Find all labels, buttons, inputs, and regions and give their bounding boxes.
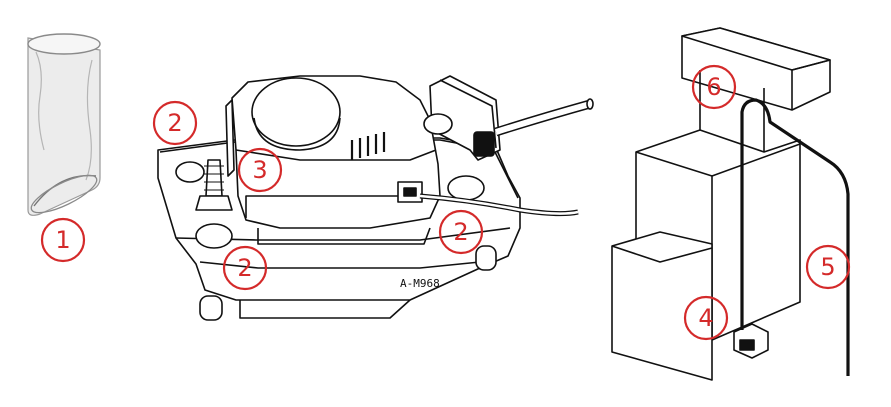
inlet-fitting bbox=[205, 159, 223, 197]
callout-c6: 6 bbox=[691, 64, 737, 110]
callout-c3: 3 bbox=[237, 147, 283, 193]
callout-circle bbox=[152, 100, 198, 146]
callout-circle bbox=[222, 245, 268, 291]
callout-circle bbox=[683, 295, 729, 341]
callout-circle bbox=[438, 209, 484, 255]
callout-circle bbox=[40, 217, 86, 263]
callout-circle bbox=[237, 147, 283, 193]
callout-number: 6 bbox=[706, 73, 721, 101]
callout-number: 2 bbox=[453, 218, 468, 246]
callout-c2b: 2 bbox=[438, 209, 484, 255]
callout-number: 4 bbox=[698, 304, 713, 332]
callout-c5: 5 bbox=[805, 244, 851, 290]
installation-scene bbox=[611, 27, 850, 381]
pump-foot-right bbox=[475, 245, 497, 271]
callout-number: 2 bbox=[167, 109, 182, 137]
motor-dome bbox=[251, 77, 341, 147]
vent-slots bbox=[350, 132, 386, 160]
callout-number: 2 bbox=[237, 254, 252, 282]
callout-number: 1 bbox=[55, 226, 70, 254]
callout-number: 5 bbox=[820, 253, 835, 281]
callout-c2a: 2 bbox=[152, 100, 198, 146]
callout-circle bbox=[691, 64, 737, 110]
model-label: A-M968 bbox=[400, 277, 440, 290]
callout-circle bbox=[805, 244, 851, 290]
tray-hole-front-left bbox=[195, 223, 233, 249]
callout-number: 3 bbox=[252, 156, 267, 184]
tube-part bbox=[27, 33, 101, 216]
callout-layer: 1 2 3 2 2 6 5 4 bbox=[40, 64, 851, 341]
tray-hole-rear-right bbox=[447, 175, 485, 201]
callout-c4: 4 bbox=[683, 295, 729, 341]
callout-c2c: 2 bbox=[222, 245, 268, 291]
pump-assembly bbox=[157, 75, 594, 321]
callout-c1: 1 bbox=[40, 217, 86, 263]
drain-line bbox=[740, 98, 850, 376]
tray-hole-rear-left bbox=[175, 161, 205, 183]
pump-foot-left bbox=[199, 295, 223, 321]
